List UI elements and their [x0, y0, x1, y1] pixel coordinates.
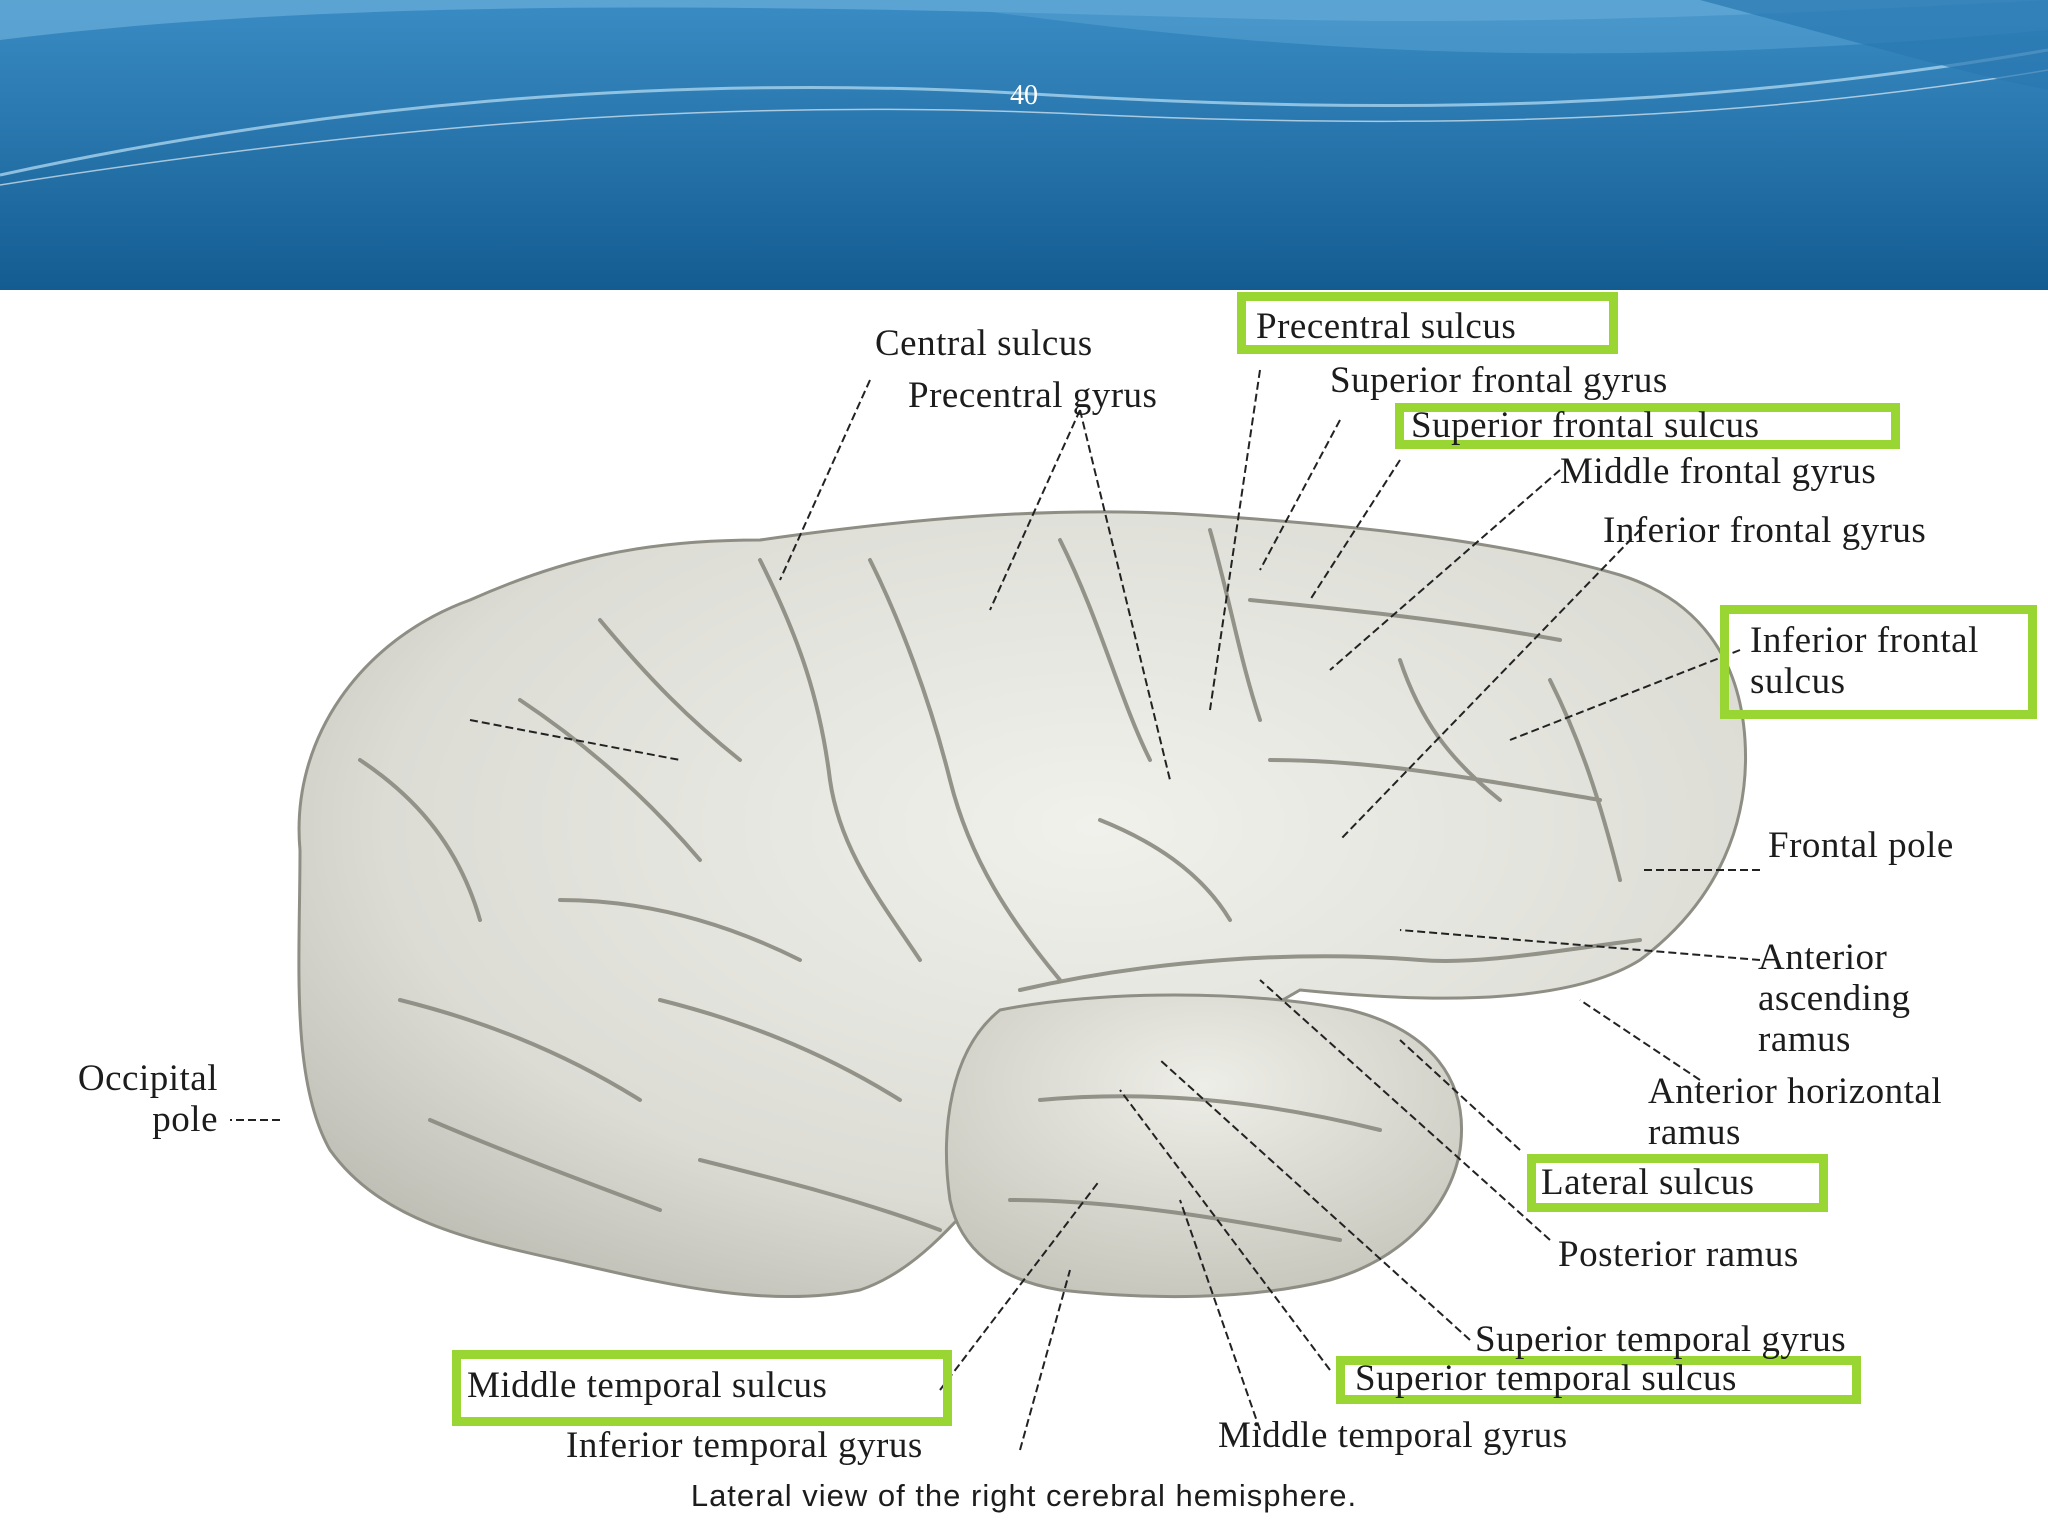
label-superior-temporal-sulcus: Superior temporal sulcus — [1355, 1358, 1737, 1399]
highlight-middle-temporal-sulcus — [452, 1350, 952, 1426]
label-superior-frontal-gyrus: Superior frontal gyrus — [1330, 360, 1668, 401]
highlight-superior-temporal-sulcus — [1336, 1356, 1861, 1404]
label-lateral-sulcus: Lateral sulcus — [1541, 1162, 1755, 1203]
label-inferior-frontal-sulcus: Inferior frontal sulcus — [1750, 620, 1979, 702]
slide-header: 40 — [0, 0, 2048, 290]
label-precentral-sulcus: Precentral sulcus — [1256, 306, 1517, 347]
highlight-superior-frontal-sulcus — [1395, 403, 1900, 449]
label-middle-frontal-gyrus: Middle frontal gyrus — [1560, 451, 1877, 492]
highlight-lateral-sulcus — [1527, 1154, 1828, 1212]
brain-diagram: Central sulcus Precentral gyrus Precentr… — [0, 290, 2048, 1536]
label-anterior-horizontal-ramus: Anterior horizontal ramus — [1648, 1071, 1943, 1153]
label-frontal-pole: Frontal pole — [1768, 825, 1954, 866]
label-superior-frontal-sulcus: Superior frontal sulcus — [1411, 405, 1760, 446]
highlight-precentral-sulcus — [1237, 292, 1618, 354]
figure-caption: Lateral view of the right cerebral hemis… — [690, 1478, 1358, 1513]
label-middle-temporal-gyrus: Middle temporal gyrus — [1218, 1415, 1568, 1456]
label-anterior-ascending-ramus: Anterior ascending ramus — [1758, 937, 1911, 1060]
brain-illustration — [230, 369, 1761, 1451]
temporal-lobe-shape — [945, 993, 1463, 1299]
label-superior-temporal-gyrus: Superior temporal gyrus — [1475, 1319, 1847, 1360]
label-posterior-ramus: Posterior ramus — [1558, 1234, 1799, 1275]
label-occipital-pole: Occipital pole — [77, 1058, 218, 1140]
label-inferior-temporal-gyrus: Inferior temporal gyrus — [566, 1425, 923, 1466]
label-precentral-gyrus: Precentral gyrus — [908, 375, 1158, 416]
label-middle-temporal-sulcus: Middle temporal sulcus — [467, 1365, 828, 1406]
header-wave-decoration — [0, 0, 2048, 290]
label-central-sulcus: Central sulcus — [875, 323, 1093, 364]
slide-number: 40 — [1010, 80, 1038, 111]
highlight-inferior-frontal-sulcus — [1720, 605, 2037, 719]
cerebrum-shape — [297, 510, 1748, 1299]
label-inferior-frontal-gyrus: Inferior frontal gyrus — [1603, 510, 1927, 551]
